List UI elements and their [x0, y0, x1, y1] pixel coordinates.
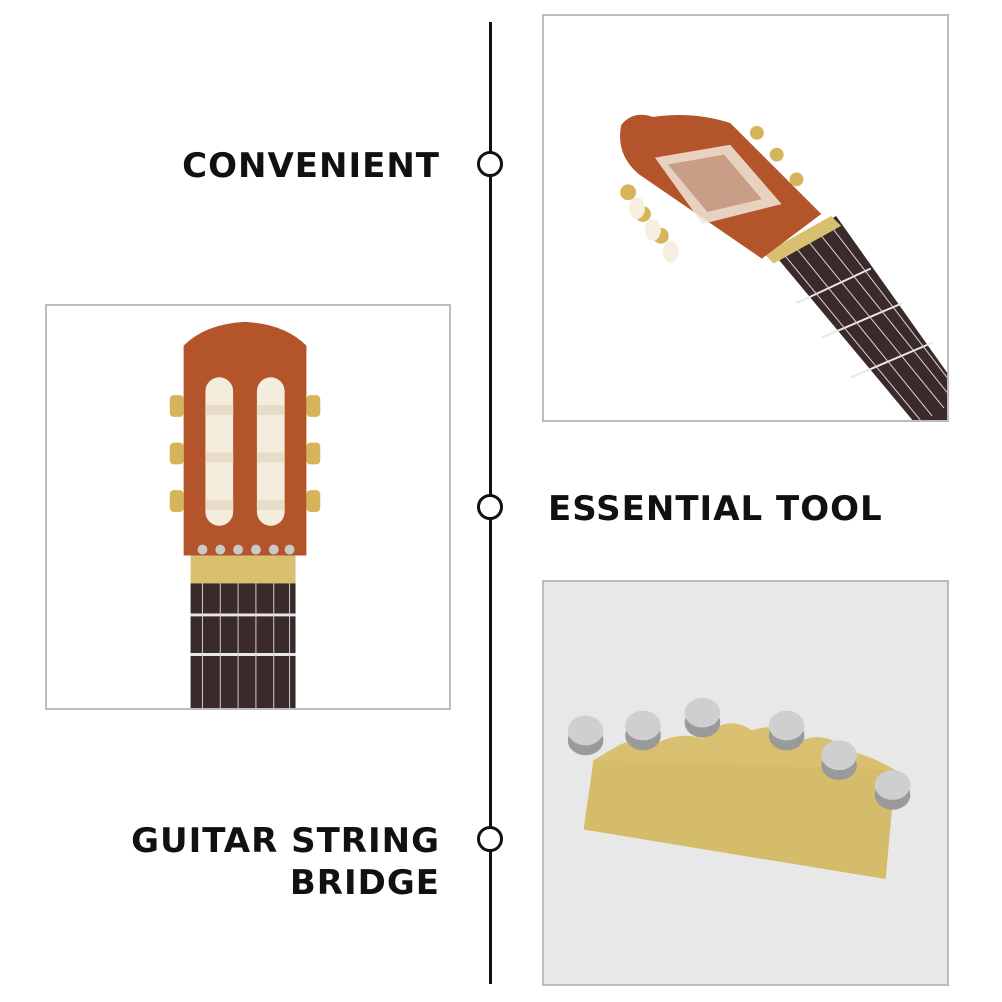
feature-label-line-2: BRIDGE — [289, 863, 440, 903]
timeline-node-icon — [477, 826, 503, 852]
feature-label-line-1: GUITAR STRING — [131, 821, 440, 861]
photo-string-bridge — [542, 580, 949, 986]
timeline-node-icon — [477, 494, 503, 520]
headstock-front-illustration — [47, 306, 449, 708]
string-bridge-illustration — [544, 582, 947, 984]
feature-label-convenient: CONVENIENT — [182, 146, 440, 186]
photo-headstock-front — [45, 304, 451, 710]
photo-headstock-angled — [542, 14, 949, 422]
feature-label-guitar-string-bridge: GUITAR STRING BRIDGE — [131, 820, 440, 904]
timeline-node-icon — [477, 151, 503, 177]
feature-label-essential-tool: ESSENTIAL TOOL — [548, 489, 883, 529]
headstock-angled-illustration — [544, 16, 947, 420]
